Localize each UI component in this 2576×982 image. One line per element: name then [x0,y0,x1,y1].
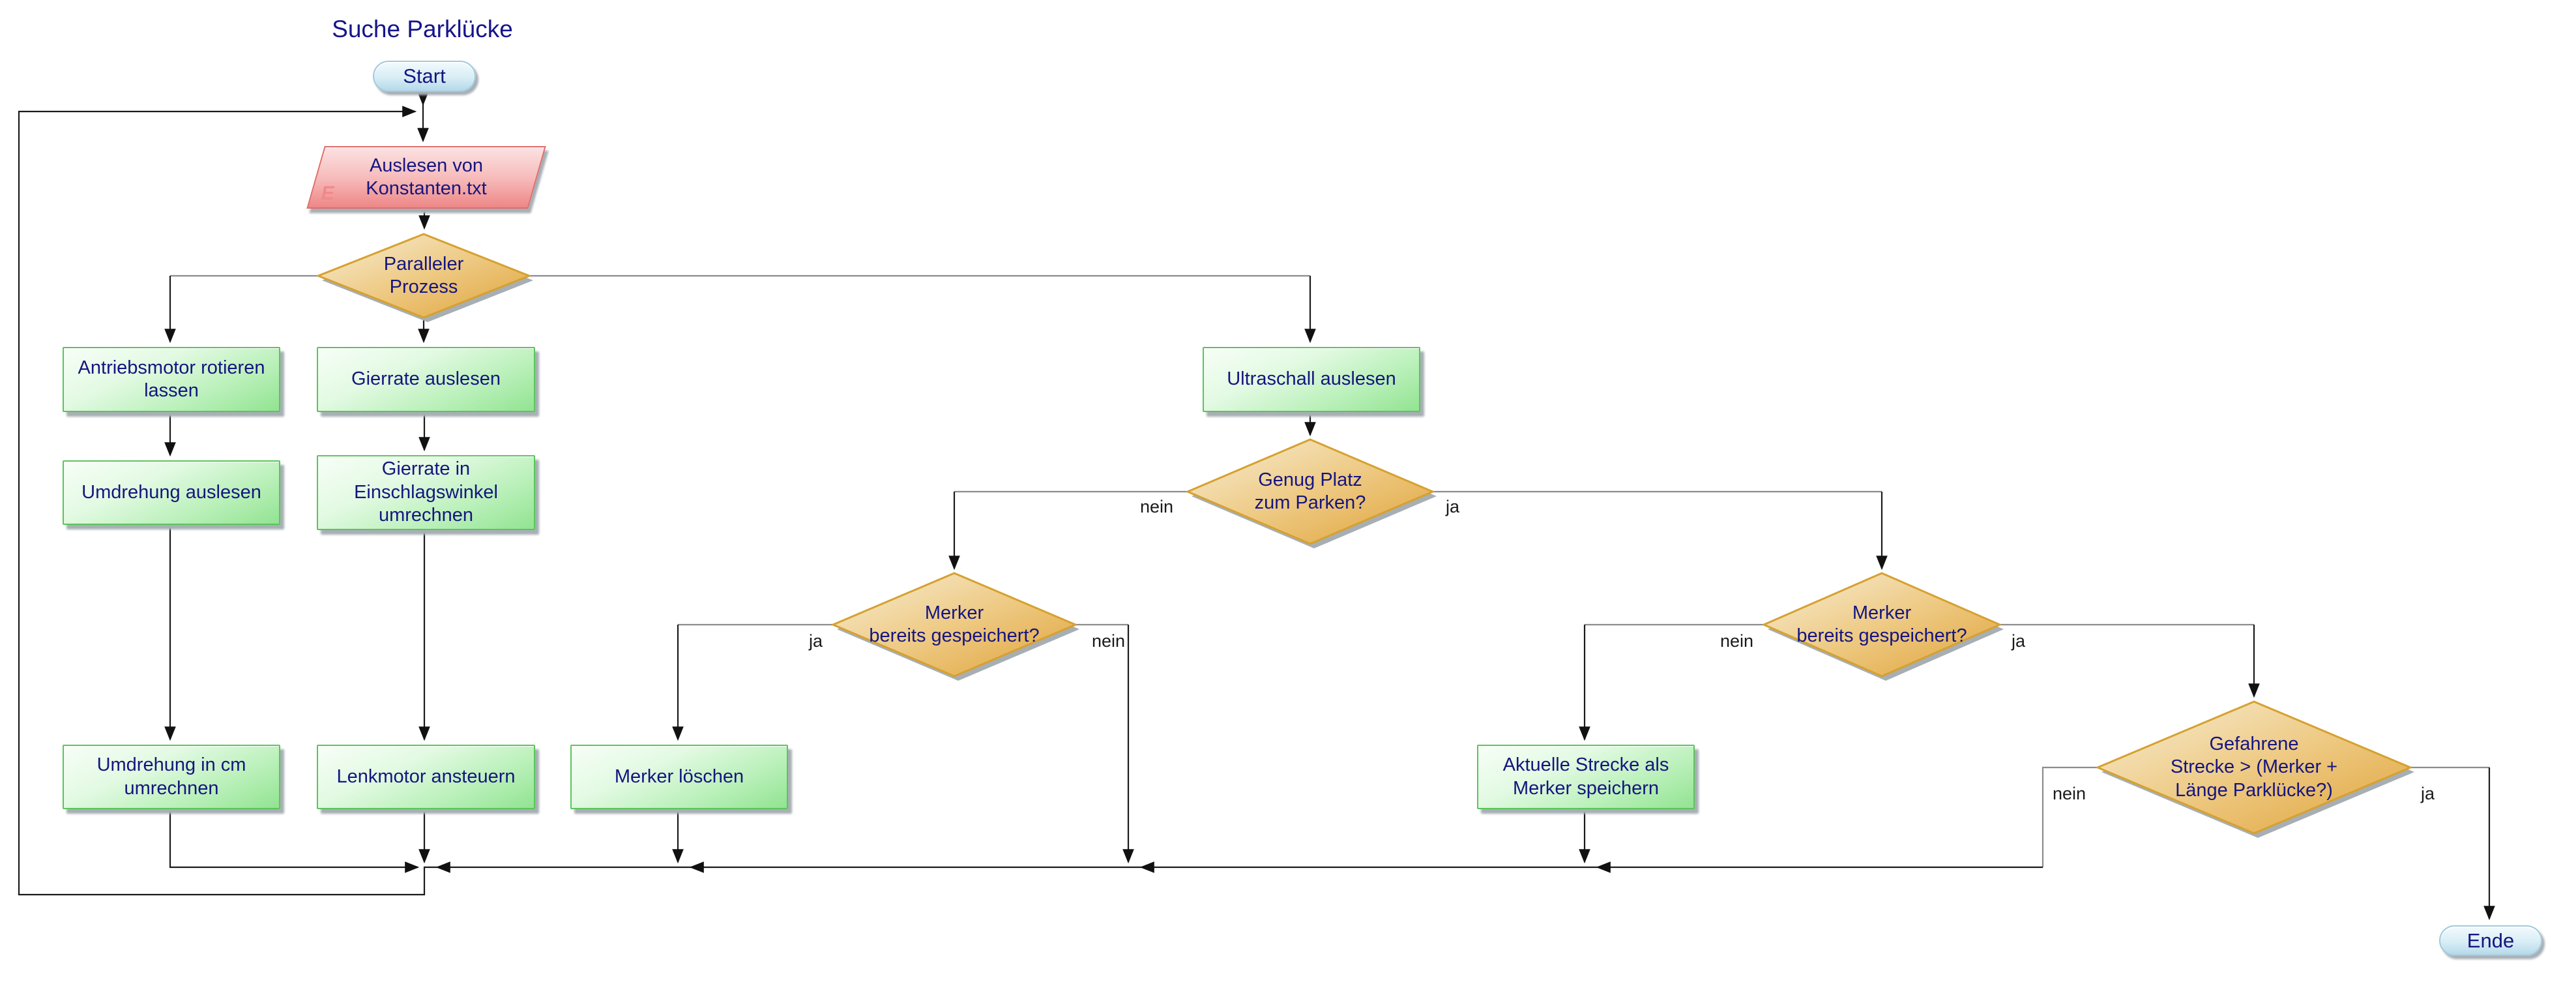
edge-label-distance-nein: nein [2052,784,2086,803]
node-yaw-to-angle: Gierrate in Einschlagswinkel umrechnen [317,455,535,530]
edge-label-marker-left-nein: nein [1092,631,1126,651]
flowchart-title: Suche Parklücke [332,16,513,42]
diamond-enough-space [1186,438,1434,545]
label-parallel-process: Paralleler Prozess [383,253,464,297]
label-marker-stored-left: Merker bereits gespeichert? [869,602,1040,646]
flow-arrows [18,89,2495,921]
edge-label-marker-right-nein: nein [1720,631,1753,651]
branch-lines [170,275,2489,867]
node-clear-marker: Merker löschen [570,745,788,809]
node-steer-motor: Lenkmotor ansteuern [317,745,535,809]
edge-label-marker-right-ja: ja [2012,631,2026,651]
node-rotate-motor: Antriebsmotor rotieren lassen [63,347,280,412]
edge-label-marker-left-ja: ja [808,631,823,651]
label-marker-stored-right: Merker bereits gespeichert? [1796,602,1967,646]
diamond-marker-stored-right [1763,572,2001,677]
diamond-marker-stored-left [832,572,1077,677]
diamond-parallel-process [317,233,531,319]
node-read-yaw: Gierrate auslesen [317,347,535,412]
node-rotation-to-cm: Umdrehung in cm umrechnen [63,745,280,809]
node-start: Start [373,61,476,92]
node-ende: Ende [2439,925,2542,956]
external-data-badge: E [321,183,334,205]
decision-diamonds [317,233,2414,838]
node-read-constants: Auslesen von Konstanten.txt E [306,146,546,209]
label-enough-space: Genug Platz zum Parken? [1254,469,1366,513]
edge-label-enough-space-nein: nein [1139,497,1173,516]
edge-label-distance-ja: ja [2421,784,2435,803]
diamond-distance-check [2096,700,2412,835]
node-read-ultrasonic: Ultraschall auslesen [1203,347,1420,412]
node-read-rotation: Umdrehung auslesen [63,460,280,525]
node-save-marker: Aktuelle Strecke als Merker speichern [1477,745,1695,809]
label-distance-check: Gefahrene Strecke > (Merker + Länge Park… [2170,733,2338,801]
edge-label-enough-space-ja: ja [1446,497,1460,516]
read-constants-label: Auslesen von Konstanten.txt [366,155,487,199]
